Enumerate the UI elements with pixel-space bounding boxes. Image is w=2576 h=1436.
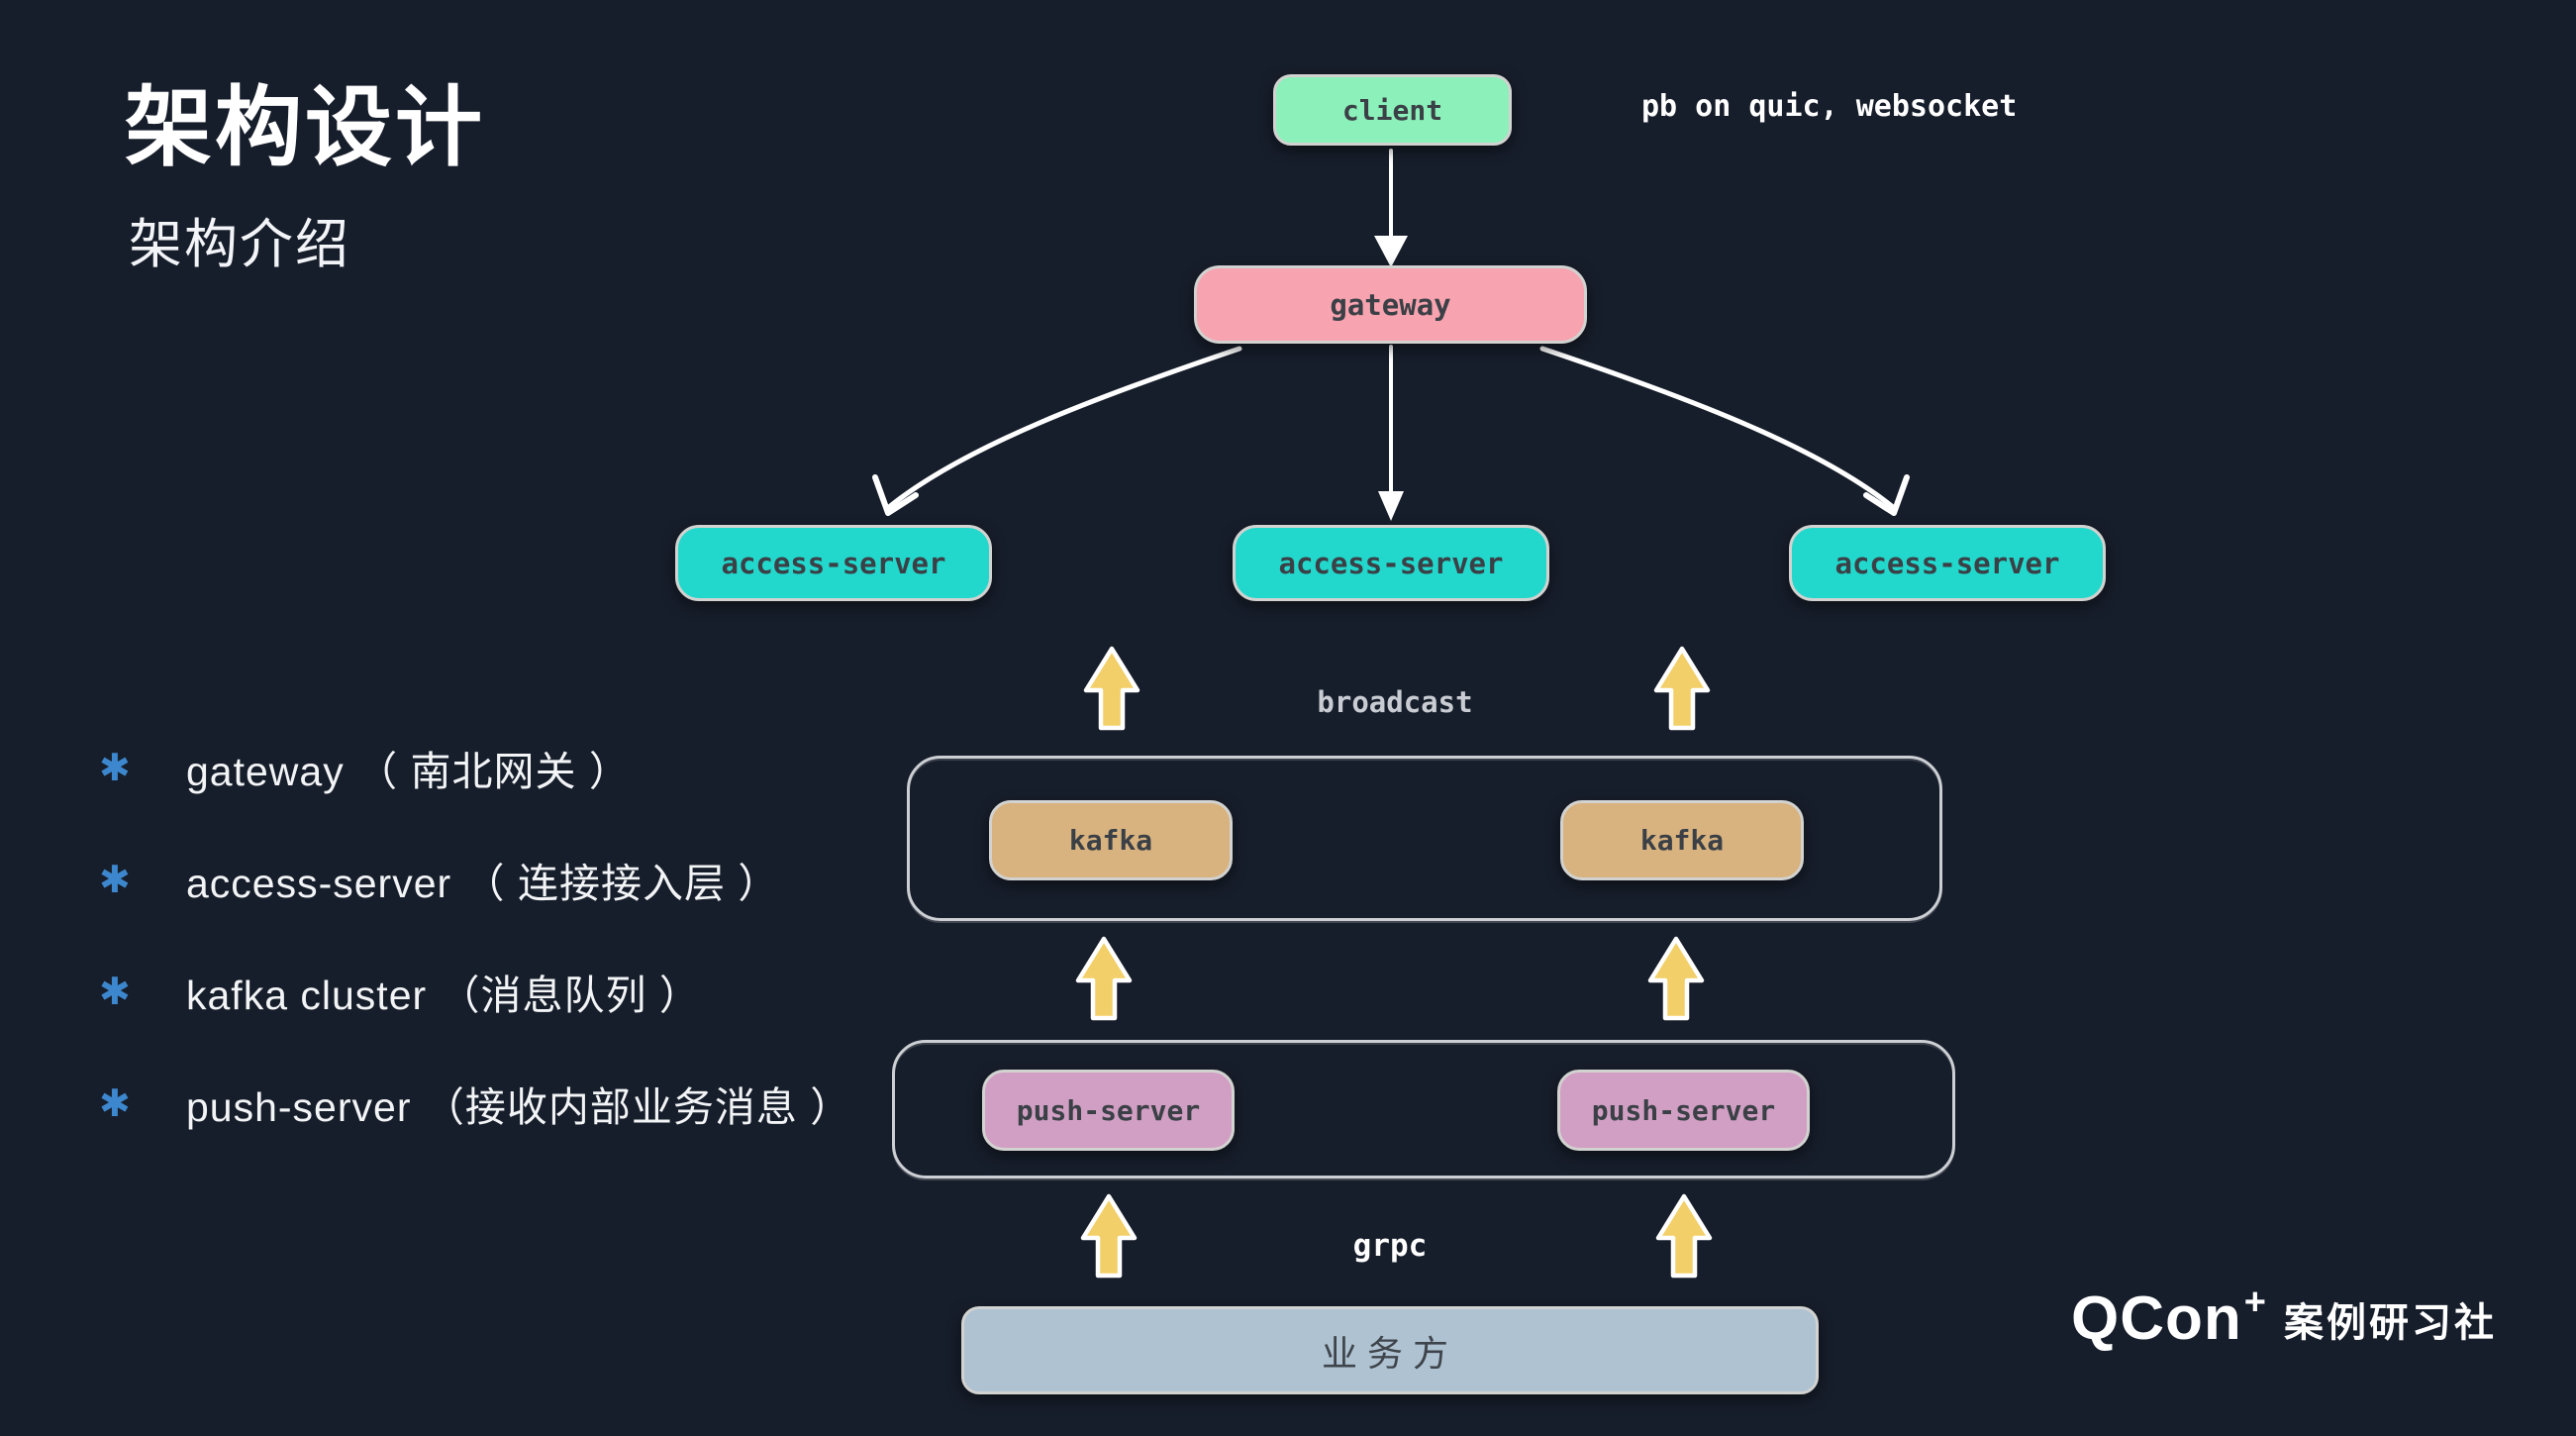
push-server-node: push-server	[982, 1070, 1235, 1151]
access-server-node-label: access-server	[721, 546, 946, 580]
grpc-label: grpc	[1352, 1228, 1428, 1264]
qcon-logo-plus: +	[2243, 1282, 2266, 1323]
page-title: 架构设计	[125, 78, 486, 176]
protocol-note: pb on quic, websocket	[1641, 89, 2018, 124]
kafka-node: kafka	[1560, 800, 1804, 880]
kafka-node: kafka	[989, 800, 1233, 880]
asterisk-bullet-icon: ✱	[99, 971, 131, 1013]
gateway-node: gateway	[1194, 265, 1587, 344]
list-item-text: kafka cluster （消息队列 ）	[186, 973, 701, 1018]
client-node-label: client	[1341, 93, 1443, 127]
broadcast-label: broadcast	[1317, 685, 1473, 719]
push-server-node-label: push-server	[1016, 1093, 1201, 1127]
asterisk-bullet-icon: ✱	[99, 747, 131, 789]
gateway-to-access-left-arrow	[872, 346, 1242, 516]
client-node: client	[1273, 74, 1512, 146]
up-arrow-icon	[1075, 936, 1133, 1021]
list-item: ✱ access-server （ 连接接入层 ）	[99, 850, 779, 909]
list-item-text: push-server （接收内部业务消息 ）	[186, 1084, 852, 1130]
push-server-node-label: push-server	[1591, 1093, 1776, 1127]
up-arrow-icon	[1083, 646, 1140, 731]
list-item: ✱ kafka cluster （消息队列 ）	[99, 962, 701, 1021]
up-arrow-icon	[1647, 936, 1705, 1021]
push-server-node: push-server	[1557, 1070, 1810, 1151]
qcon-logo-brand: QCon	[2071, 1284, 2242, 1353]
kafka-cluster-container	[907, 756, 1942, 921]
gateway-to-access-middle-arrow	[1378, 345, 1404, 521]
access-server-node: access-server	[1233, 525, 1549, 601]
access-server-node-label: access-server	[1834, 546, 2060, 580]
up-arrow-icon	[1080, 1193, 1138, 1279]
list-item-text: access-server （ 连接接入层 ）	[186, 861, 780, 906]
client-to-gateway-arrow	[1374, 149, 1408, 267]
list-item-text: gateway （ 南北网关 ）	[186, 749, 631, 794]
list-item: ✱ push-server （接收内部业务消息 ）	[99, 1074, 851, 1133]
list-item: ✱ gateway （ 南北网关 ）	[99, 738, 631, 797]
up-arrow-icon	[1655, 1193, 1713, 1279]
gateway-to-access-right-arrow	[1539, 346, 1910, 516]
qcon-logo-community: 案例研习社	[2283, 1300, 2497, 1345]
business-node-label: 业务方	[1321, 1333, 1458, 1375]
kafka-node-label: kafka	[1068, 824, 1153, 857]
access-server-node: access-server	[1789, 525, 2106, 601]
qcon-logo: QCon + 案例研习社	[2071, 1282, 2497, 1354]
gateway-node-label: gateway	[1330, 287, 1451, 322]
asterisk-bullet-icon: ✱	[99, 1082, 131, 1125]
push-server-cluster-container	[892, 1040, 1955, 1179]
business-node: 业务方	[961, 1306, 1819, 1394]
page-subtitle: 架构介绍	[129, 215, 350, 274]
asterisk-bullet-icon: ✱	[99, 859, 131, 901]
kafka-node-label: kafka	[1639, 824, 1725, 857]
up-arrow-icon	[1653, 646, 1711, 731]
access-server-node: access-server	[675, 525, 992, 601]
access-server-node-label: access-server	[1278, 546, 1504, 580]
